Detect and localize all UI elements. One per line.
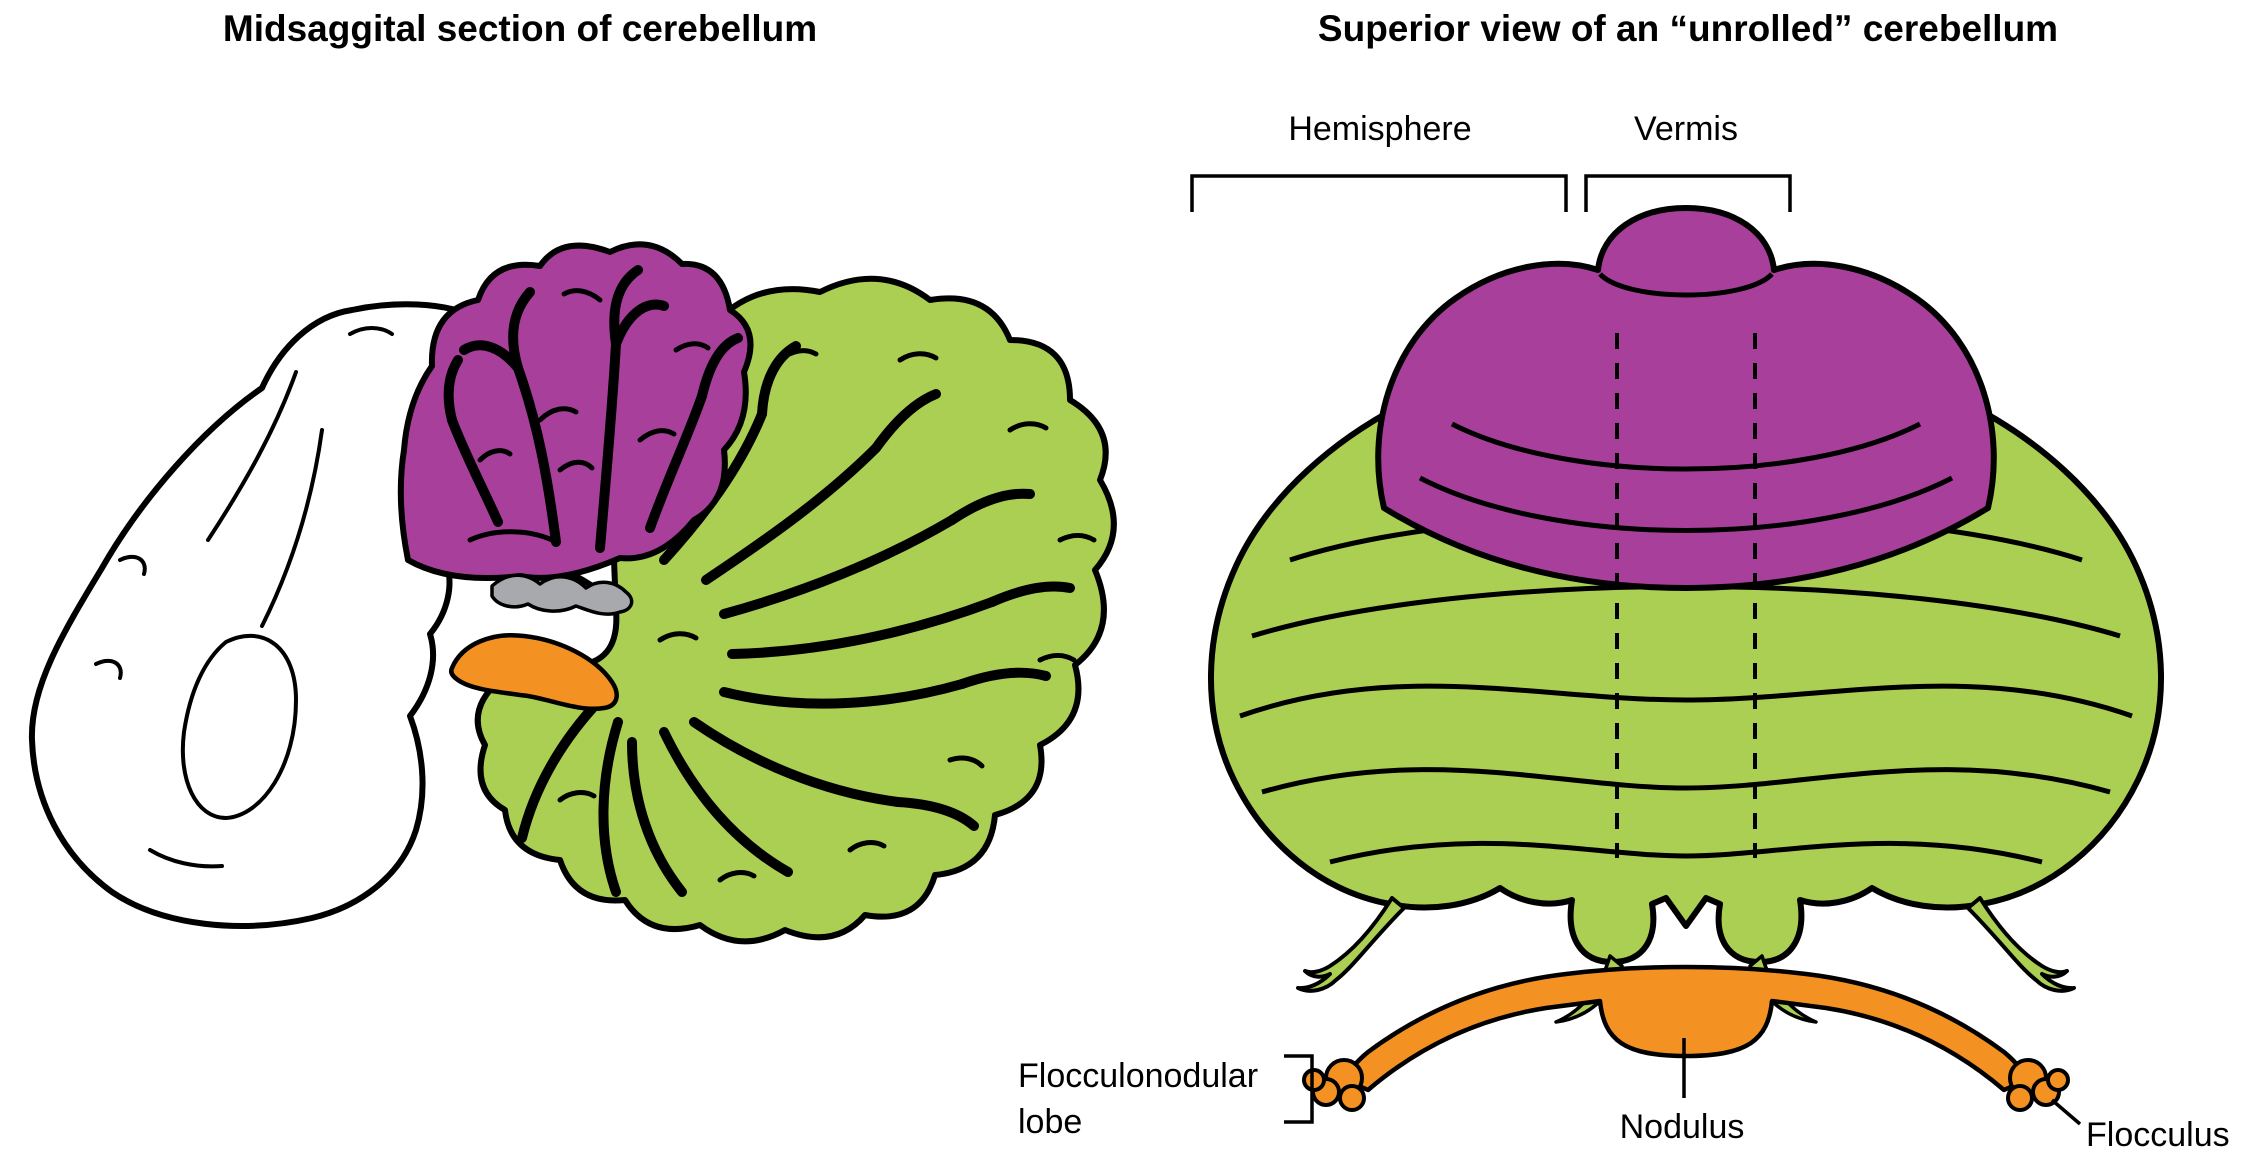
superior-view-figure [1190, 174, 2164, 1126]
superior-view-title: Superior view of an “unrolled” cerebellu… [1317, 8, 2059, 49]
hemisphere-label: Hemisphere [1288, 110, 1472, 148]
flocculus-pointer-line [2050, 1098, 2082, 1126]
flocculonodular-bracket [1284, 1054, 1314, 1124]
flocculus-left [1302, 1058, 1366, 1112]
flocculonodular-lobe-label: Flocculonodular lobe [1018, 1054, 1258, 1146]
choroid-gray-structure [490, 573, 634, 616]
vermis-bracket [1584, 174, 1792, 212]
vermis-label: Vermis [1634, 110, 1738, 148]
midsagittal-figure [28, 241, 1117, 945]
brainstem-detail-lines [94, 326, 394, 869]
green-tail-left [1296, 896, 1406, 993]
anterior-lobe-band-lines [1418, 272, 1954, 533]
midsagittal-title: Midsaggital section of cerebellum [222, 8, 818, 49]
flocculus-right [2006, 1058, 2070, 1112]
anterior-lobe-folia [443, 265, 743, 553]
flocculonodular-lobe-label-line1: Flocculonodular [1018, 1057, 1259, 1095]
posterior-lobe-folia [517, 341, 1097, 897]
flocculonodular-band [1343, 964, 2029, 1093]
flocculus-label: Flocculus [2086, 1116, 2230, 1154]
flocculonodular-midsagittal [449, 633, 619, 712]
hemisphere-bracket [1190, 174, 1568, 212]
anterior-lobe-superior [1375, 205, 1997, 591]
flocculonodular-lobe-label-line2: lobe [1018, 1102, 1083, 1141]
nodulus-label: Nodulus [1619, 1108, 1745, 1146]
green-tail-right [1966, 896, 2076, 993]
